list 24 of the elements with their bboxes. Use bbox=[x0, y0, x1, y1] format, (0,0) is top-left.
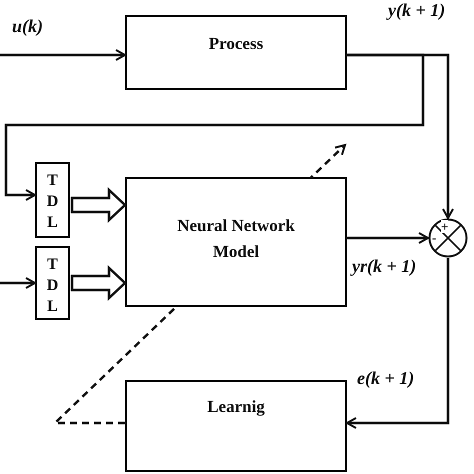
delay-line-block bbox=[35, 246, 70, 320]
learning-block bbox=[125, 380, 347, 472]
block-label: Learnig bbox=[206, 396, 266, 418]
arrow bbox=[347, 54, 454, 219]
edge-label: e(k + 1) bbox=[357, 368, 414, 389]
block-label: Process bbox=[208, 33, 264, 55]
block-label: Neural Network Model bbox=[176, 215, 296, 263]
model-block bbox=[125, 177, 347, 307]
edge-label: u(k) bbox=[12, 16, 43, 37]
arrow bbox=[346, 258, 450, 429]
block-arrow bbox=[70, 265, 127, 301]
arrow bbox=[0, 49, 126, 61]
block-label: T D L bbox=[46, 171, 60, 233]
process-block bbox=[125, 15, 347, 90]
summing-junction bbox=[428, 218, 468, 258]
block-arrow bbox=[70, 187, 127, 223]
arrow bbox=[0, 277, 36, 289]
edge-label: yr(k + 1) bbox=[352, 256, 416, 277]
arrow bbox=[347, 232, 429, 244]
block-label: T D L bbox=[46, 255, 60, 317]
delay-line-block bbox=[35, 162, 70, 238]
edge-label: y(k + 1) bbox=[388, 0, 446, 21]
sign-text: + bbox=[441, 220, 448, 233]
arrow bbox=[4, 54, 424, 201]
